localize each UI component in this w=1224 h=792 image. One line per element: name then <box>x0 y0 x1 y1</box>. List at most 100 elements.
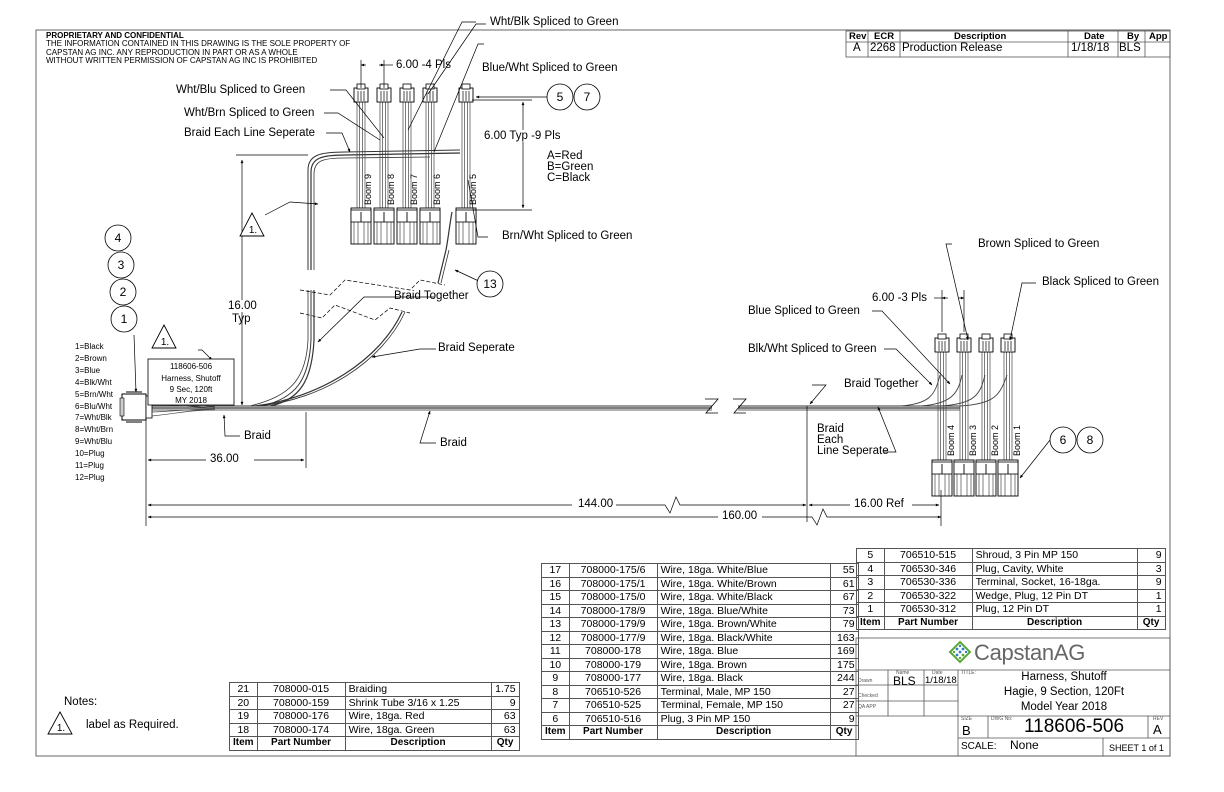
label-box-line: 118606-506 <box>170 362 213 371</box>
bom-cell-desc: Wire, 18ga. Blue/White <box>657 604 830 618</box>
pin-legend-item: 12=Plug <box>75 472 113 484</box>
bom-cell-qty: 9 <box>1137 549 1165 563</box>
bom-cell-qty: 3 <box>1137 562 1165 576</box>
callout-braid: Braid <box>244 430 271 442</box>
dim-16-ref: 16.00 Ref <box>854 498 904 510</box>
balloon-number: 6 <box>1060 433 1067 447</box>
mp150-shroud-icon <box>420 208 440 244</box>
bom-cell-item: 4 <box>857 562 885 576</box>
boom-wire-assembly: Boom 1 <box>998 334 1022 496</box>
bom-cell-desc: Plug, 12 Pin DT <box>972 603 1137 617</box>
bom-cell-qty: 9 <box>491 696 519 710</box>
bom-cell-desc: Shrink Tube 3/16 x 1.25 <box>345 696 491 710</box>
pin-legend-item: 1=Black <box>75 341 113 353</box>
company-logo-text: CapstanAG <box>974 640 1085 666</box>
bom-cell-desc: Shroud, 3 Pin MP 150 <box>972 549 1137 563</box>
pin-legend-item: 10=Plug <box>75 448 113 460</box>
bom-cell-part: 708000-175/1 <box>569 577 657 591</box>
dim-144: 144.00 <box>578 498 613 510</box>
by-value: BLS <box>1119 42 1141 54</box>
bom-cell-desc: Wire, 18ga. Green <box>345 723 491 737</box>
bom-cell-item: 21 <box>230 683 258 697</box>
balloon-number: 2 <box>120 285 127 299</box>
bom-cell-part: 706510-525 <box>569 699 657 713</box>
bom-cell-item: 18 <box>230 723 258 737</box>
bom-cell-part: 708000-177/9 <box>569 631 657 645</box>
bom-cell-part: 706530-336 <box>884 576 972 590</box>
bom-cell-item: 14 <box>542 604 570 618</box>
note-item: label as Required. <box>86 719 179 731</box>
bom-cell-item: 8 <box>542 685 570 699</box>
callout-black: Black Spliced to Green <box>1042 276 1159 288</box>
bom-cell-qty: 79 <box>830 618 858 632</box>
boom-wire-assembly: Boom 7 <box>397 84 419 244</box>
bom-cell-item: 13 <box>542 618 570 632</box>
dim-typ-9: 6.00 Typ -9 Pls <box>484 130 561 142</box>
bom-cell-item: 20 <box>230 696 258 710</box>
bom-row: 3706530-336Terminal, Socket, 16-18ga.9 <box>857 576 1166 590</box>
boom-label: Boom 7 <box>409 174 419 205</box>
balloon-number: 13 <box>483 277 497 291</box>
bom-header-row: ItemPart NumberDescriptionQty <box>857 616 1166 630</box>
bom-row: 18708000-174Wire, 18ga. Green63 <box>230 723 520 737</box>
bom-cell-qty: 63 <box>491 723 519 737</box>
date-header: Date <box>1084 31 1105 42</box>
bom-cell-item: 10 <box>542 658 570 672</box>
bom-cell-part: 706510-515 <box>884 549 972 563</box>
callout-braid: Braid <box>440 437 467 449</box>
callout-braid-each-line: Braid Each Line Seperate <box>184 127 315 139</box>
mp150-shroud-icon <box>397 208 417 244</box>
bom-cell-item: 7 <box>542 699 570 713</box>
boom-wire-assembly: Boom 6 <box>420 84 442 244</box>
bom-cell-qty: 55 <box>830 564 858 578</box>
checked-label: Checked <box>858 693 878 699</box>
mp150-plug-icon <box>935 334 949 352</box>
pin-legend-abc: A=Red B=Green C=Black <box>547 151 593 184</box>
bom-header-item: Item <box>230 737 258 751</box>
dim-vertical-16-typ: Typ <box>232 313 251 325</box>
balloon-number: 5 <box>557 90 564 104</box>
flag-number: 1. <box>249 225 257 236</box>
callout-brown: Brown Spliced to Green <box>978 238 1099 250</box>
bom-row: 13708000-179/9Wire, 18ga. Brown/White79 <box>542 618 859 632</box>
rev-value: A <box>1153 722 1162 737</box>
bom-header-row: ItemPart NumberDescriptionQty <box>230 737 520 751</box>
bom-cell-qty: 27 <box>830 699 858 713</box>
bom-cell-desc: Wedge, Plug, 12 Pin DT <box>972 589 1137 603</box>
top-boom-group: Boom 9Boom 8Boom 7Boom 6Boom 5 <box>351 84 478 244</box>
main-trunk <box>152 399 960 413</box>
bom-cell-qty: 169 <box>830 645 858 659</box>
callout-wht-blu: Wht/Blu Spliced to Green <box>176 84 305 96</box>
callout-brn-wht: Brn/Wht Spliced to Green <box>502 230 632 242</box>
scale-value: None <box>1010 738 1039 752</box>
boom-label: Boom 1 <box>1012 425 1022 456</box>
bom-header-item: Item <box>542 726 570 740</box>
boom-label: Boom 2 <box>990 425 1000 456</box>
bom-row: 4706530-346Plug, Cavity, White3 <box>857 562 1166 576</box>
dim-spacing-top: 6.00 -4 Pls <box>396 59 451 71</box>
bom-cell-qty: 244 <box>830 672 858 686</box>
dwg-label: DWG No: <box>991 716 1012 722</box>
proprietary-line: WITHOUT WRITTEN PERMISSION OF CAPSTAN AG… <box>46 57 317 66</box>
boom-wire-assembly: Boom 3 <box>954 334 978 496</box>
mp150-shroud-icon <box>976 460 996 496</box>
bom-row: 1706530-312Plug, 12 Pin DT1 <box>857 603 1166 617</box>
bom-cell-qty: 61 <box>830 577 858 591</box>
callout-wht-brn: Wht/Brn Spliced to Green <box>184 107 314 119</box>
bom-row: 5706510-515Shroud, 3 Pin MP 1509 <box>857 549 1166 563</box>
bom-row: 21708000-015Braiding1.75 <box>230 683 520 697</box>
bom-cell-desc: Wire, 18ga. Blue <box>657 645 830 659</box>
bom-header-desc: Description <box>657 726 830 740</box>
bom-cell-part: 706510-526 <box>569 685 657 699</box>
title-line-1: Harness, Shutoff <box>958 671 1170 683</box>
bom-row: 14708000-178/9Wire, 18ga. Blue/White73 <box>542 604 859 618</box>
bom-header-qty: Qty <box>491 737 519 751</box>
pin-legend-item: 4=Blk/Wht <box>75 377 113 389</box>
rev-header: Rev <box>849 31 866 42</box>
bom-cell-item: 12 <box>542 631 570 645</box>
notes-heading: Notes: <box>64 696 97 708</box>
dim-160: 160.00 <box>722 510 757 522</box>
callout-braid-seperate: Braid Seperate <box>438 342 515 354</box>
bom-cell-part: 706530-346 <box>884 562 972 576</box>
